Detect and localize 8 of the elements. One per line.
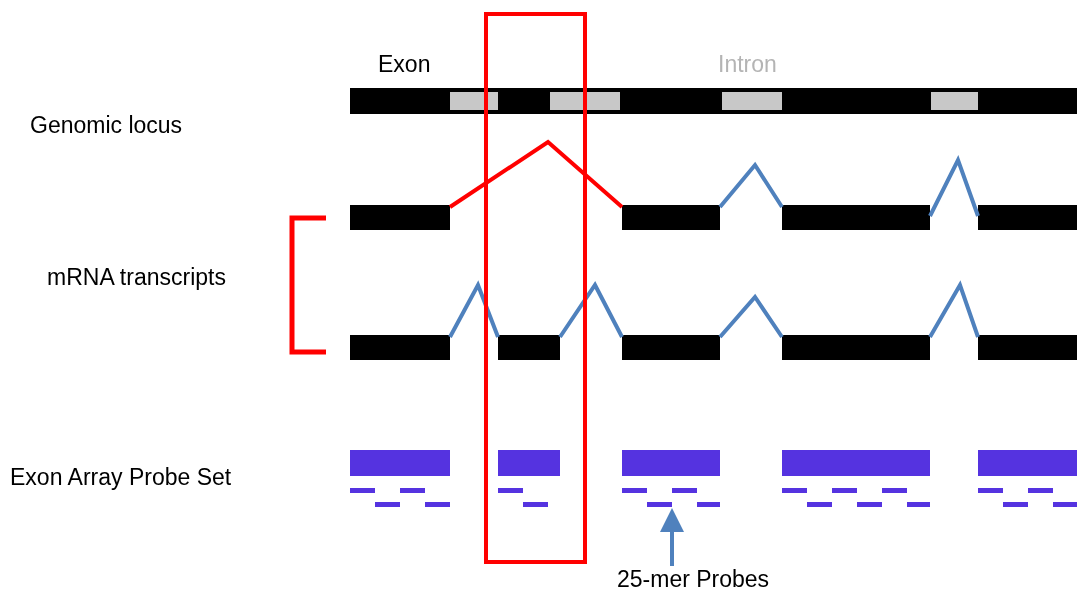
region-label: Exon: [378, 53, 431, 76]
region-label: Intron: [718, 53, 777, 76]
arrow: [660, 508, 684, 566]
callout-label: 25-mer Probes: [617, 568, 770, 591]
row-label: Genomic locus: [30, 114, 183, 137]
row-label: mRNA transcripts: [47, 266, 226, 289]
row-label: Exon Array Probe Set: [10, 466, 232, 489]
probe-bar: [647, 502, 672, 507]
